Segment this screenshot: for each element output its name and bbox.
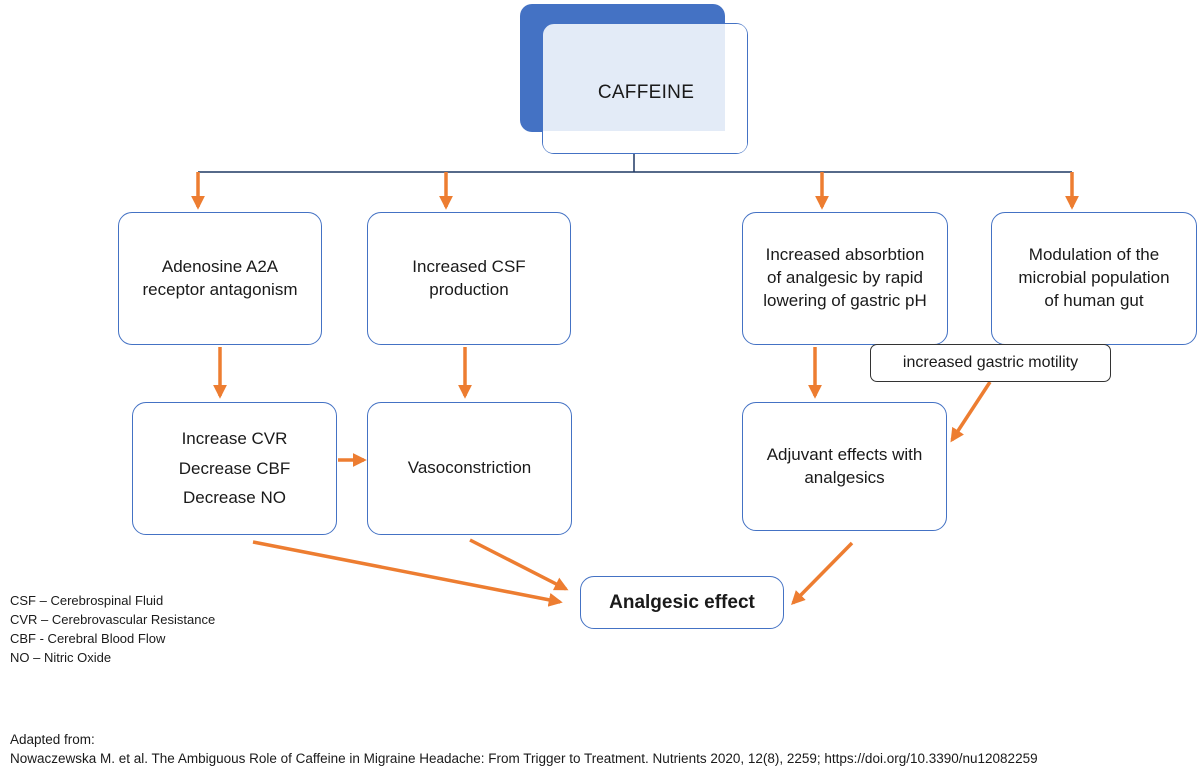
caffeine-label: CAFFEINE [597,82,695,103]
legend-cvr: CVR – Cerebrovascular Resistance [10,612,216,627]
vasoconstriction-box: Vasoconstriction [367,402,572,535]
arrow-adjuvant-to-analgesic [791,541,854,605]
adjuvant-effects-box: Adjuvant effects with analgesics [742,402,947,531]
gastric-motility-note: increased gastric motility [870,344,1111,382]
microbial-modulation-box: Modulation of the microbial population o… [991,212,1197,345]
analgesic-absorption-box: Increased absorbtion of analgesic by rap… [742,212,948,345]
vasoconstriction-label: Vasoconstriction [407,458,532,478]
csf-production-label: Increased CSF production [412,256,526,299]
cerebral-effects-label: Increase CVR Decrease CBF Decrease NO [178,428,291,508]
legend-cbf: CBF - Cerebral Blood Flow [10,631,166,646]
cerebral-effects-box: Increase CVR Decrease CBF Decrease NO [132,402,337,535]
legend-no: NO – Nitric Oxide [10,650,112,665]
analgesic-absorption-label: Increased absorbtion of analgesic by rap… [763,245,927,310]
citation-text: Nowaczewska M. et al. The Ambiguous Role… [10,751,1038,766]
caffeine-node-right-band [725,24,747,153]
arrow-cvr-to-analgesic [252,540,563,607]
gastric-motility-label: increased gastric motility [902,354,1079,372]
caffeine-node: CAFFEINE [542,23,748,154]
csf-production-box: Increased CSF production [367,212,571,345]
adjuvant-effects-label: Adjuvant effects with analgesics [766,444,923,487]
adenosine-antagonism-box: Adenosine A2A receptor antagonism [118,212,322,345]
adapted-from-label: Adapted from: [10,732,95,747]
analgesic-effect-label: Analgesic effect [609,591,755,613]
arrow-vasoconstriction-to-analgesic [469,538,569,591]
adenosine-antagonism-label: Adenosine A2A receptor antagonism [142,256,298,299]
arrow-motility-to-adjuvant [950,381,992,443]
microbial-modulation-label: Modulation of the microbial population o… [1018,245,1170,310]
analgesic-effect-box: Analgesic effect [580,576,784,629]
legend-csf: CSF – Cerebrospinal Fluid [10,593,164,608]
caffeine-node-lower-band [543,131,747,153]
